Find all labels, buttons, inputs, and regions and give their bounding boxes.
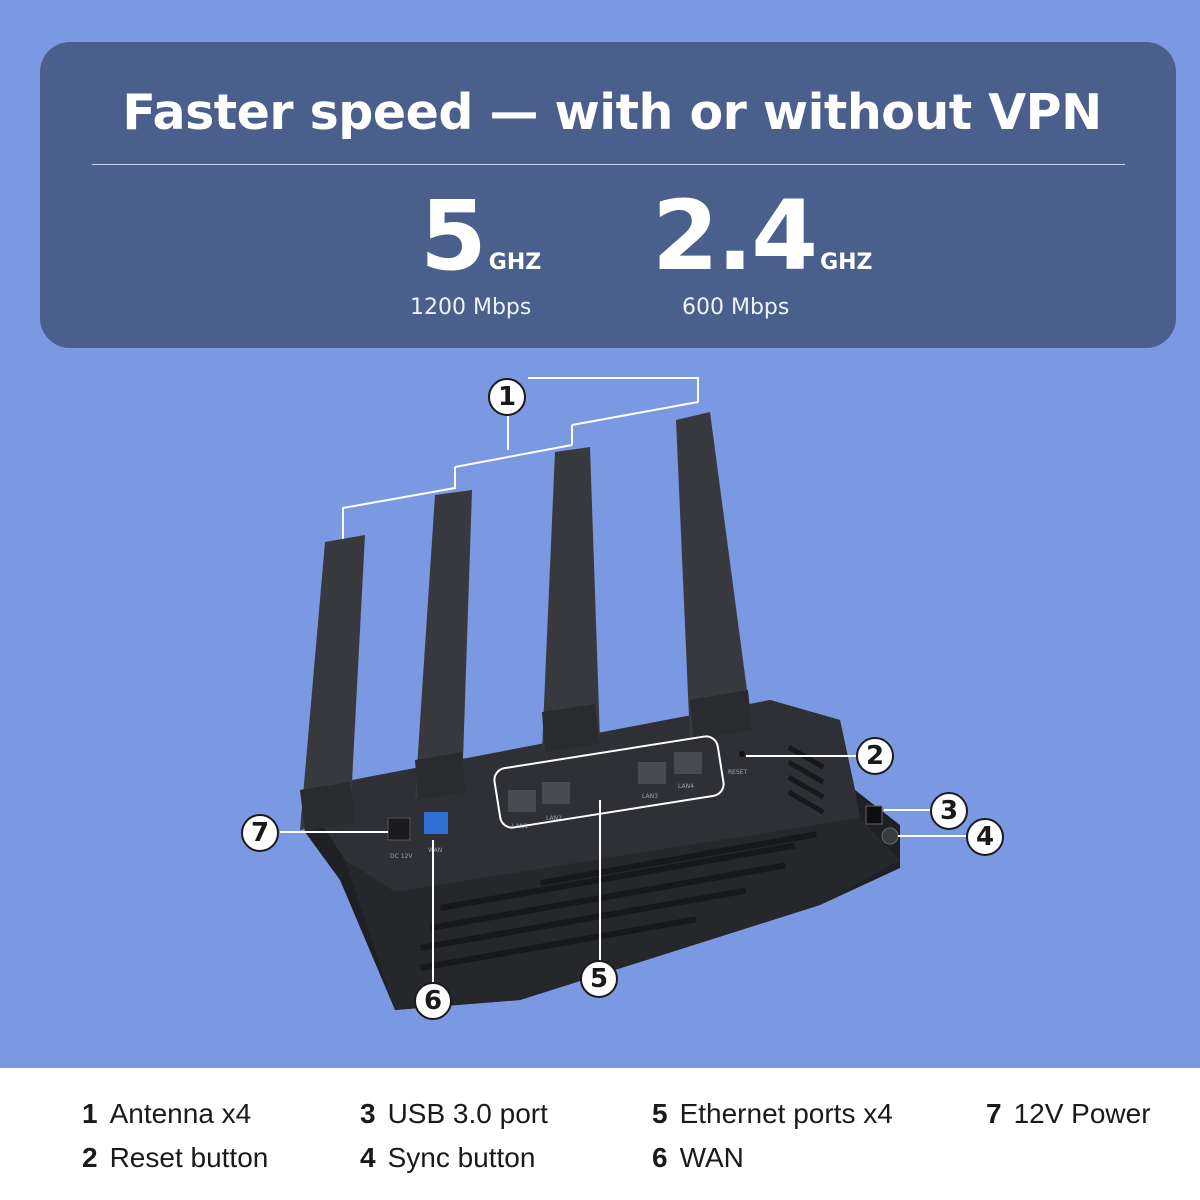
lan-port-4 [674, 752, 702, 774]
spec-24ghz-rate: 600 Mbps [682, 295, 790, 320]
lan-port-1 [508, 790, 536, 812]
antenna-4-hinge [690, 690, 752, 740]
spec-24ghz-unit: GHZ [820, 250, 873, 275]
side-vents [787, 745, 825, 815]
usb-port [865, 805, 883, 825]
callout-reset: 2 [856, 737, 894, 775]
reset-hole [739, 751, 745, 757]
antenna-bracket [342, 377, 699, 540]
antenna-2 [415, 490, 472, 798]
antenna-1 [300, 535, 365, 830]
speed-panel [40, 42, 1176, 348]
antenna-3 [542, 447, 600, 750]
callout-usb: 3 [930, 792, 968, 830]
sync-button [881, 827, 899, 845]
wan-port [424, 812, 448, 834]
lan-port-3 [638, 762, 666, 784]
spec-5ghz-rate: 1200 Mbps [410, 295, 532, 320]
port-label-reset: RESET [728, 769, 748, 776]
antenna-4 [676, 412, 752, 740]
port-label-dc: DC 12V [390, 853, 413, 860]
port-label-lan3: LAN3 [642, 793, 658, 800]
dc-power-port [387, 817, 411, 841]
router-body-top [300, 700, 860, 892]
spec-24ghz-value: 2.4 [652, 180, 818, 292]
headline: Faster speed — with or without VPN [122, 84, 1102, 141]
vent-grille [420, 831, 817, 971]
port-label-lan4: LAN4 [678, 783, 694, 790]
antenna-3-hinge [542, 704, 600, 752]
spec-5ghz-unit: GHZ [488, 250, 542, 275]
port-label-wan: WAN [428, 847, 442, 854]
spec-5ghz-value: 5 [420, 180, 487, 292]
callout-ethernet: 5 [580, 960, 618, 998]
lan-port-2 [542, 782, 570, 804]
router-illustration: DC 12V WAN LAN1 LAN2 LAN3 LAN4 RESET [280, 377, 966, 1010]
callout-power: 7 [241, 814, 279, 852]
callout-antenna: 1 [488, 378, 526, 416]
antenna-2-hinge [415, 752, 465, 800]
port-label-lan2: LAN2 [546, 815, 562, 822]
callout-wan: 6 [414, 982, 452, 1020]
callout-sync: 4 [966, 818, 1004, 856]
ethernet-bracket [493, 735, 725, 829]
antenna-1-hinge [300, 782, 355, 832]
panel-divider [92, 164, 1125, 165]
